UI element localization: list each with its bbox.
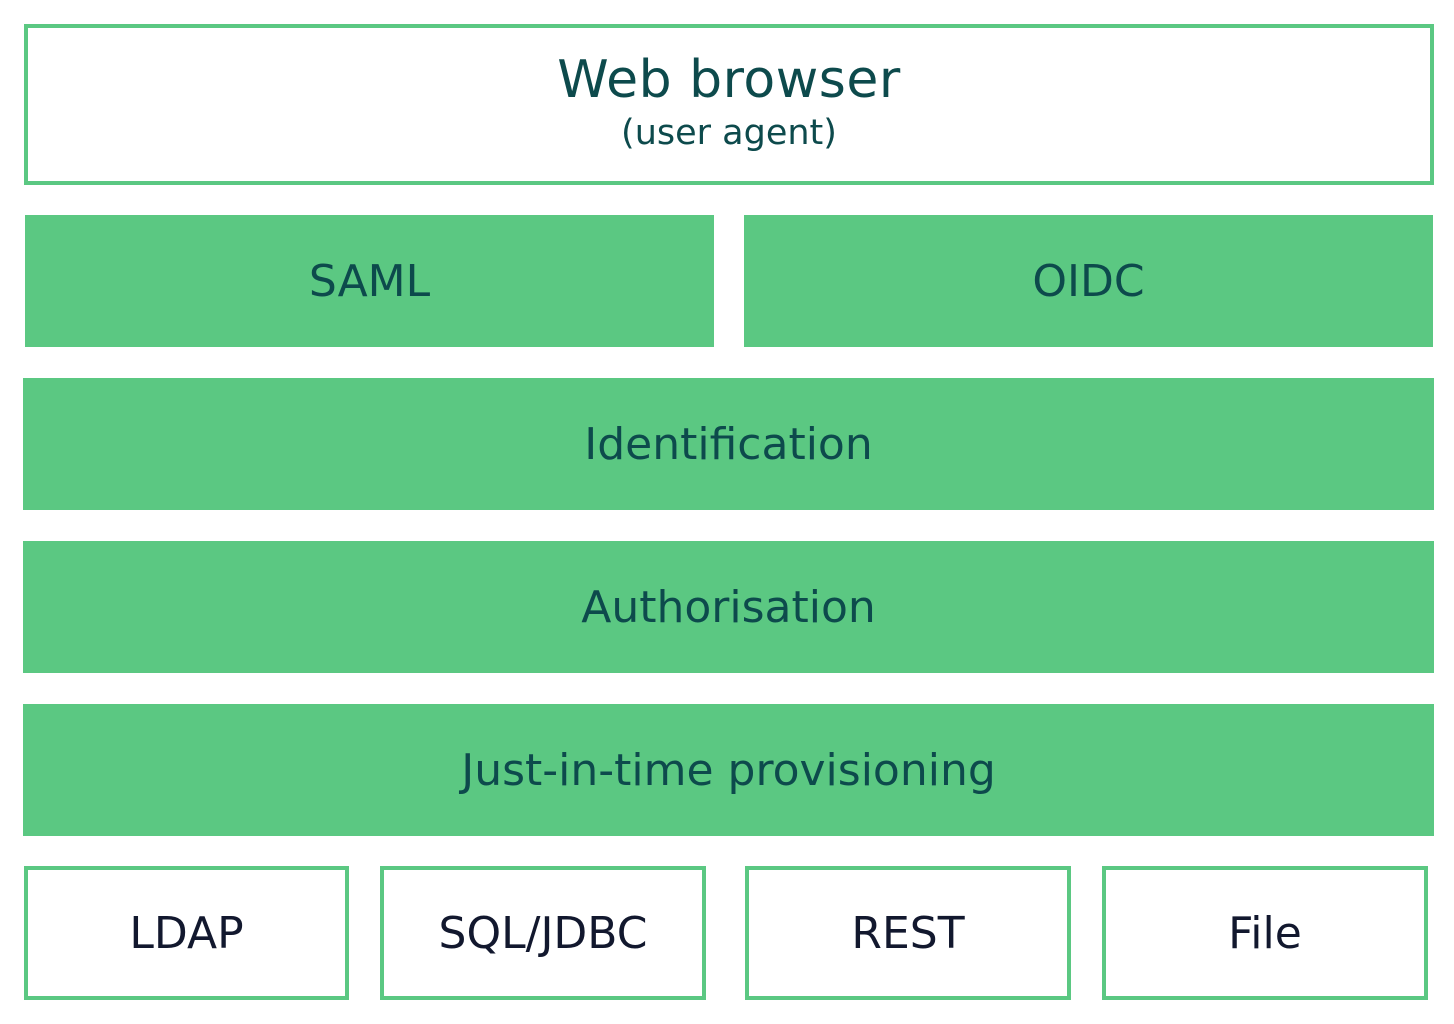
- rest-label: REST: [851, 907, 965, 959]
- ldap-label: LDAP: [129, 907, 244, 959]
- rest-source-box: REST: [745, 866, 1071, 1000]
- file-label: File: [1228, 907, 1302, 959]
- oidc-protocol-box: OIDC: [744, 215, 1433, 347]
- web-browser-box: Web browser (user agent): [24, 24, 1434, 185]
- sql-jdbc-source-box: SQL/JDBC: [380, 866, 706, 1000]
- saml-label: SAML: [308, 255, 431, 307]
- file-source-box: File: [1102, 866, 1428, 1000]
- ldap-source-box: LDAP: [24, 866, 349, 1000]
- saml-protocol-box: SAML: [25, 215, 714, 347]
- provisioning-label: Just-in-time provisioning: [461, 744, 996, 796]
- identification-layer: Identification: [23, 378, 1434, 510]
- web-browser-subtitle: (user agent): [621, 113, 837, 154]
- web-browser-title: Web browser: [557, 50, 901, 111]
- provisioning-layer: Just-in-time provisioning: [23, 704, 1434, 836]
- authorisation-layer: Authorisation: [23, 541, 1434, 673]
- sql-jdbc-label: SQL/JDBC: [438, 907, 648, 959]
- authorisation-label: Authorisation: [581, 581, 876, 633]
- oidc-label: OIDC: [1032, 255, 1145, 307]
- identification-label: Identification: [584, 418, 873, 470]
